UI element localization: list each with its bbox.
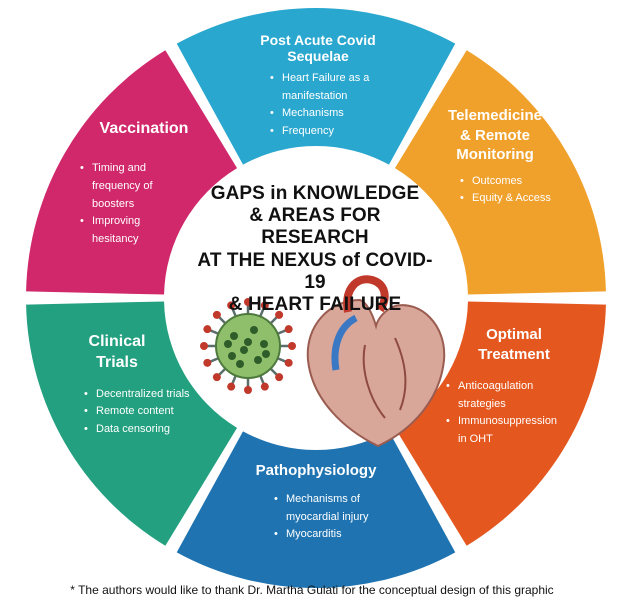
segment-title-line: Telemedicine [448,107,542,124]
center-title-line: & HEART FAILURE [228,294,402,316]
segment-title: Telemedicine & Remote Monitoring [430,106,560,165]
list-item: Decentralized trials [84,386,212,404]
segment-title: Clinical Trials [62,332,172,374]
list-item: Anticoagulation strategies [446,378,558,413]
center-title-line: GAPS in KNOWLEDGE [210,183,420,204]
segment-clinical-trials: Clinical Trials Decentralized trials Rem… [62,332,212,438]
list-item: Remote content [84,403,212,421]
segment-title-line: Treatment [478,345,550,363]
segment-title: Pathophysiology [255,462,377,479]
segment-list: Decentralized trials Remote content Data… [82,386,212,439]
list-item: Mechanisms [270,105,408,123]
footnote: * The authors would like to thank Dr. Ma… [70,583,554,597]
segment-telemedicine: Telemedicine & Remote Monitoring Outcome… [430,106,560,208]
segment-list: Outcomes Equity & Access [458,173,560,208]
list-item: Myocarditis [274,526,406,544]
list-item: Data censoring [84,421,212,439]
segment-title-line: Optimal [486,326,542,343]
list-item: Immunosuppression in OHT [446,413,568,448]
segment-pathophysiology: Pathophysiology Mechanisms of myocardial… [226,462,406,544]
segment-list: Timing and frequency of boosters Improvi… [78,160,216,248]
segment-optimal-treatment: Optimal Treatment Anticoagulation strate… [444,325,584,448]
segment-list: Anticoagulation strategies Immunosuppres… [444,378,584,448]
segment-title-line: Monitoring [456,146,534,163]
list-item: Equity & Access [460,190,560,208]
segment-title-line: & Remote [459,126,530,144]
segment-list: Heart Failure as a manifestation Mechani… [268,70,408,140]
list-item: Timing and frequency of boosters [80,160,182,213]
segment-title: Optimal Treatment [444,325,584,364]
segment-title: Vaccination [99,120,189,137]
center-title: GAPS in KNOWLEDGE & AREAS FOR RESEARCH A… [196,183,434,316]
segment-list: Mechanisms of myocardial injury Myocardi… [272,491,406,544]
center-title-line: AT THE NEXUS of COVID-19 [197,249,433,293]
segment-title: Post Acute Covid Sequelae [260,32,376,65]
list-item: Outcomes [460,173,560,191]
segment-post-acute: Post Acute Covid Sequelae Heart Failure … [228,32,408,141]
list-item: Improving hesitancy [80,213,182,248]
segment-title-line: Trials [96,353,138,371]
list-item: Heart Failure as a manifestation [270,70,392,105]
segment-vaccination: Vaccination Timing and frequency of boos… [66,120,216,248]
center-title-line: & AREAS FOR RESEARCH [249,205,381,249]
segment-title-line: Clinical [88,333,146,350]
heart-illustration [306,275,446,448]
list-item: Frequency [270,123,408,141]
list-item: Mechanisms of myocardial injury [274,491,396,526]
coronavirus-illustration [200,298,296,394]
